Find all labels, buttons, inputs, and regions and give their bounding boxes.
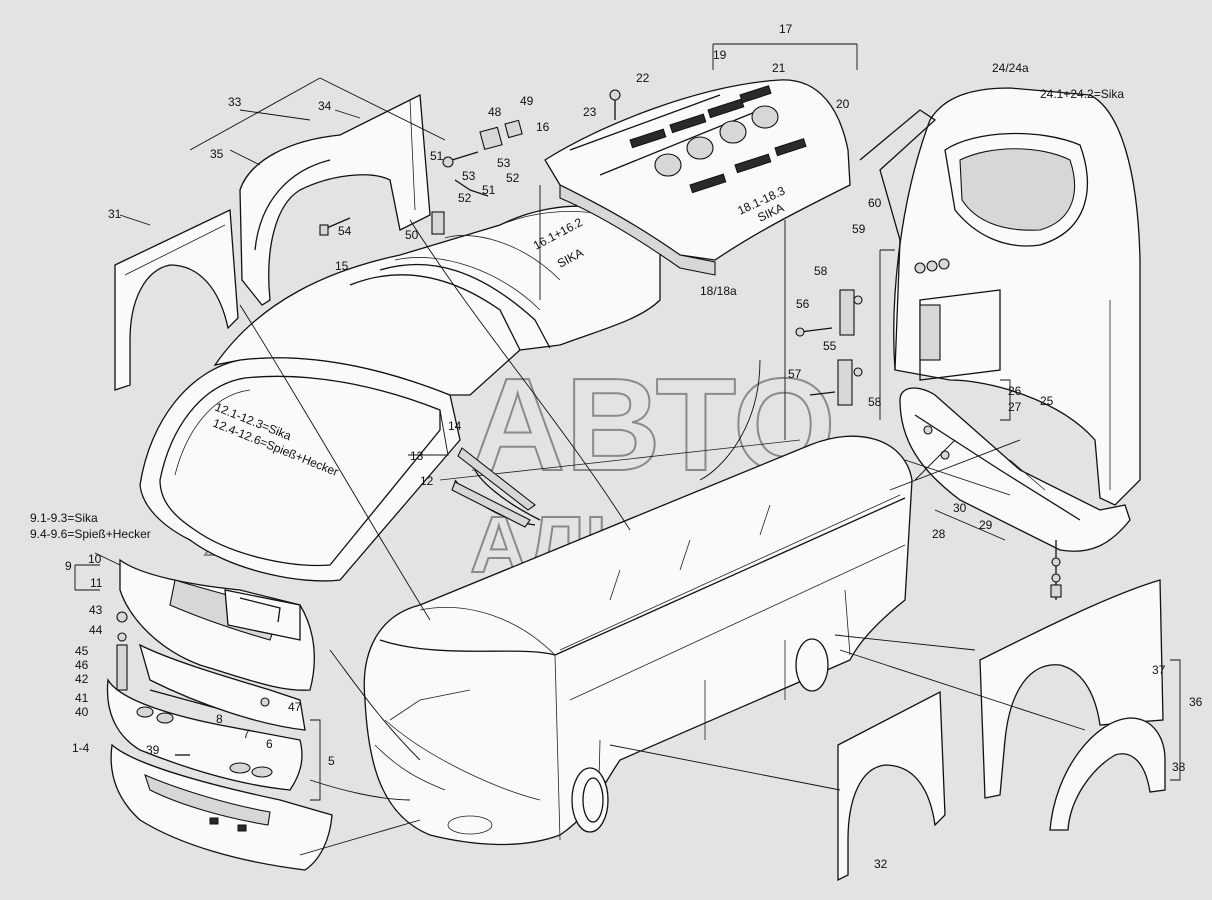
label-26: 26	[1008, 384, 1022, 398]
label-38: 38	[1172, 760, 1186, 774]
label-53a: 53	[497, 156, 511, 170]
label-24-24a: 24/24a	[992, 61, 1029, 75]
label-60: 60	[868, 196, 882, 210]
label-46: 46	[75, 658, 89, 672]
label-35: 35	[210, 147, 224, 161]
label-58a: 58	[814, 264, 828, 278]
label-29: 29	[979, 518, 993, 532]
label-27: 27	[1008, 400, 1022, 414]
label-57: 57	[788, 367, 802, 381]
label-51a: 51	[430, 149, 444, 163]
label-13: 13	[410, 449, 424, 463]
part-32-fender-right-front	[837, 690, 946, 882]
label-5: 5	[328, 754, 335, 768]
label-49: 49	[520, 94, 534, 108]
label-11: 11	[90, 576, 103, 590]
part-12-front-cap	[139, 357, 461, 582]
label-28: 28	[932, 527, 946, 541]
label-58b: 58	[868, 395, 882, 409]
leader-lines	[74, 43, 1181, 856]
label-25: 25	[1040, 394, 1054, 408]
label-32: 32	[874, 857, 888, 871]
part-25-rear-panel	[899, 387, 1131, 552]
label-16: 16	[536, 120, 550, 134]
label-23: 23	[583, 105, 597, 119]
label-33: 33	[228, 95, 242, 109]
label-20: 20	[836, 97, 850, 111]
part-37-side-panel	[979, 579, 1164, 799]
label-12: 12	[420, 474, 434, 488]
part-5-front-bumper	[106, 643, 306, 791]
label-50: 50	[405, 228, 419, 242]
part-33-wheel-arch-frame	[239, 93, 431, 306]
part-9-front-mask	[119, 558, 315, 691]
label-44: 44	[89, 623, 103, 637]
label-7: 7	[243, 727, 250, 741]
label-19: 19	[713, 48, 727, 62]
label-53b: 53	[462, 169, 476, 183]
part-38-wheel-arch-liner	[1049, 717, 1166, 831]
label-22: 22	[636, 71, 650, 85]
part-1-4-bumper	[110, 743, 333, 871]
note-sika-24: 24.1+24.2=Sika	[1040, 87, 1124, 101]
part-31-fender-left	[114, 209, 239, 391]
label-43: 43	[89, 603, 103, 617]
label-37: 37	[1152, 663, 1166, 677]
label-56: 56	[796, 297, 810, 311]
label-39: 39	[146, 743, 160, 757]
label-52b: 52	[458, 191, 472, 205]
label-52a: 52	[506, 171, 520, 185]
label-36: 36	[1189, 695, 1203, 709]
label-45: 45	[75, 644, 89, 658]
label-55: 55	[823, 339, 837, 353]
label-30: 30	[953, 501, 967, 515]
label-21: 21	[772, 61, 786, 75]
label-18-18a: 18/18a	[700, 284, 737, 298]
label-14: 14	[448, 419, 462, 433]
label-47: 47	[288, 700, 302, 714]
part-24-rear-wall	[859, 87, 1141, 506]
label-6: 6	[266, 737, 273, 751]
label-42: 42	[75, 672, 89, 686]
note-sika-9: 9.1-9.3=Sika	[30, 511, 98, 525]
label-31: 31	[108, 207, 122, 221]
label-1-4: 1-4	[72, 741, 90, 755]
label-40: 40	[75, 705, 89, 719]
label-15: 15	[335, 259, 349, 273]
label-59: 59	[852, 222, 866, 236]
label-8: 8	[216, 712, 223, 726]
note-spiess-9: 9.4-9.6=Spieß+Hecker	[30, 527, 151, 541]
label-54: 54	[338, 224, 352, 238]
label-9: 9	[65, 559, 72, 573]
label-41: 41	[75, 691, 89, 705]
part-17-roof-ac	[544, 79, 851, 276]
label-10: 10	[88, 552, 102, 566]
label-51b: 51	[482, 183, 496, 197]
bus-body	[363, 435, 913, 846]
part-labels: 1-4 5 6 7 8 9 10 11 12 13 14 15 16 17 18…	[65, 22, 1203, 871]
label-17: 17	[779, 22, 793, 36]
label-34: 34	[318, 99, 332, 113]
hardware	[116, 89, 1062, 756]
label-48: 48	[488, 105, 502, 119]
